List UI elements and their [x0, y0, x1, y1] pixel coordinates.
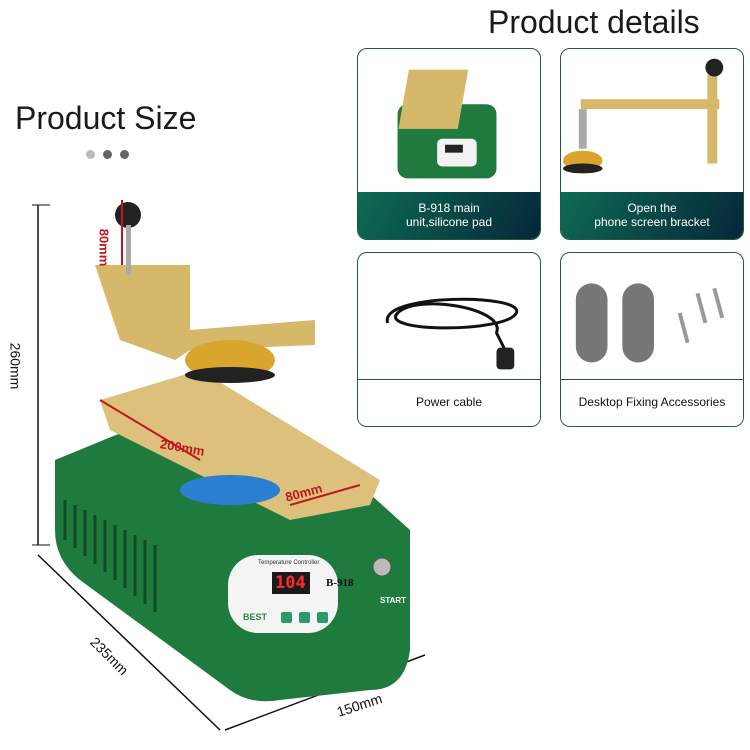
set-button[interactable] — [317, 612, 328, 623]
product-details-heading: Product details — [488, 4, 700, 40]
device-illustration — [32, 200, 426, 731]
knob-dimension: 80mm — [96, 228, 112, 267]
card-label: Desktop Fixing Accessories — [561, 379, 743, 426]
accessories-image — [575, 283, 725, 363]
card-label: Power cable — [358, 379, 540, 426]
main-unit-image — [397, 69, 497, 179]
detail-card-bracket: Open the phone screen bracket — [560, 48, 744, 240]
dot[interactable] — [120, 150, 129, 159]
temperature-display: 104 — [275, 573, 306, 593]
power-cable-image — [386, 297, 518, 370]
model-label: B-918 — [326, 577, 354, 589]
down-button[interactable] — [281, 612, 292, 623]
bracket-image — [562, 58, 724, 174]
card-label: Open the phone screen bracket — [561, 192, 743, 239]
detail-card-accessories: Desktop Fixing Accessories — [560, 252, 744, 427]
dot[interactable] — [86, 150, 95, 159]
control-buttons — [281, 612, 328, 623]
start-label: START — [380, 596, 407, 605]
up-button[interactable] — [299, 612, 310, 623]
detail-card-main-unit: B-918 main unit,silicone pad — [357, 48, 541, 240]
brand-logo: BEST — [243, 612, 268, 622]
detail-card-power-cable: Power cable — [357, 252, 541, 427]
height-dimension: 260mm — [7, 342, 24, 390]
panel-title: Temperature Controller — [258, 560, 320, 566]
carousel-dots[interactable] — [86, 150, 129, 159]
product-size-heading: Product Size — [15, 100, 197, 136]
dot[interactable] — [103, 150, 112, 159]
card-label: B-918 main unit,silicone pad — [358, 192, 540, 239]
